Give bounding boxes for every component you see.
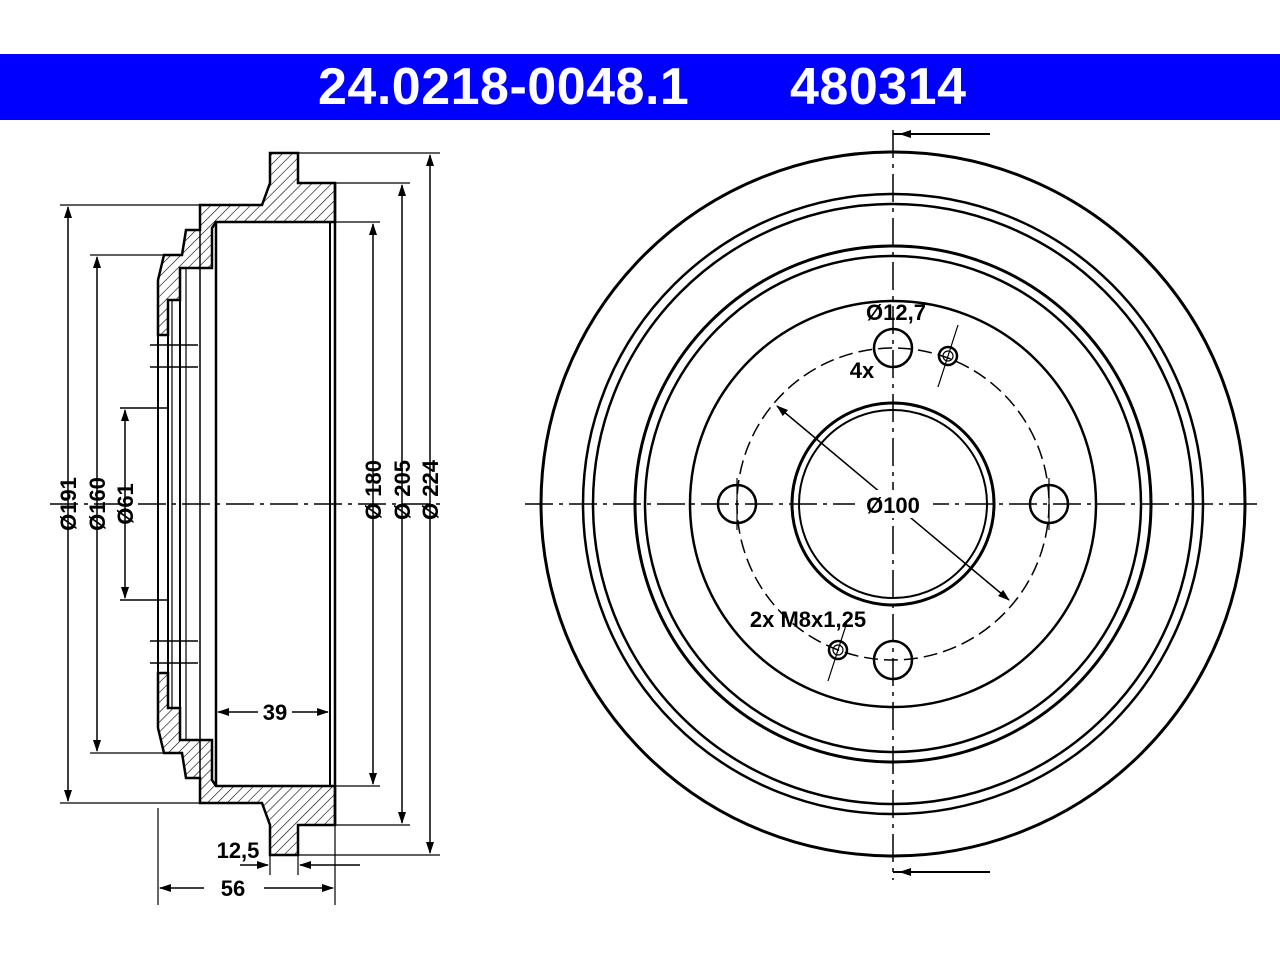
part-number: 24.0218-0048.1 — [318, 58, 690, 116]
dim-width-12-5: 12,5 — [217, 838, 260, 863]
side-section-view: Ø191 Ø160 Ø61 Ø 180 Ø 205 Ø 224 39 12,5 … — [50, 151, 443, 905]
label-thread: 2x M8x1,25 — [750, 607, 866, 632]
bolt-hole-top — [872, 327, 914, 369]
dim-width-56: 56 — [221, 876, 245, 901]
title-banner: 24.0218-0048.1 480314 — [0, 54, 1280, 120]
dim-dia-224: Ø 224 — [418, 459, 443, 520]
drum-section-upper — [156, 151, 337, 337]
dim-dia-180: Ø 180 — [361, 460, 386, 520]
bolt-hole-bottom — [872, 639, 914, 681]
dim-dia-61: Ø61 — [113, 483, 138, 525]
thread-hole-bottom — [827, 639, 849, 661]
dim-dia-160: Ø160 — [85, 477, 110, 531]
drum-section-lower — [156, 671, 337, 857]
reference-number: 480314 — [790, 58, 967, 116]
label-hole-diameter: Ø12,7 — [866, 300, 926, 325]
label-hole-count: 4x — [850, 358, 875, 383]
dim-dia-205: Ø 205 — [390, 460, 415, 520]
dim-width-39: 39 — [263, 700, 287, 725]
front-view: Ø12,7 4x Ø100 2x M8x1,25 — [525, 130, 1262, 880]
dim-dia-191: Ø191 — [56, 477, 81, 531]
label-pcd: Ø100 — [866, 493, 920, 518]
thread-hole-top — [937, 345, 959, 367]
